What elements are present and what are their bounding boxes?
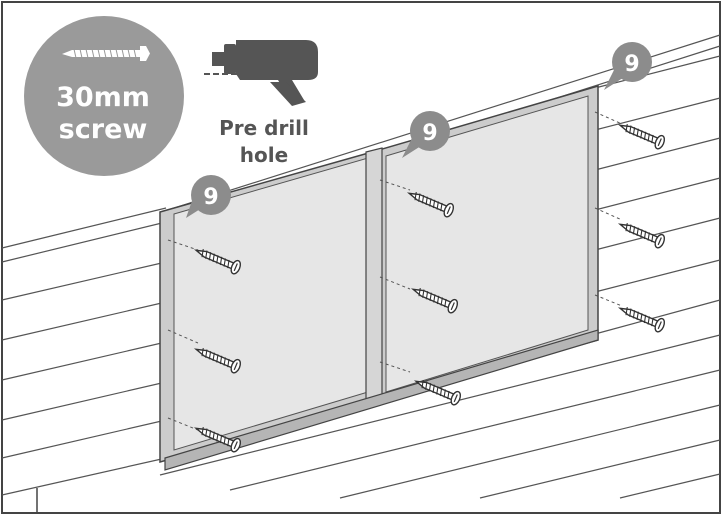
bottom-rail <box>164 329 599 471</box>
pilot-guides <box>167 111 623 431</box>
panel-right <box>371 84 599 403</box>
callout-left-label: 9 <box>203 185 218 210</box>
callout-right: 9 <box>604 42 652 90</box>
predrill-label-line2: hole <box>240 143 288 167</box>
predrill-label-line1: Pre drill <box>219 116 309 140</box>
callout-middle: 9 <box>402 111 450 158</box>
screw-icon <box>62 46 150 61</box>
screw-badge: 30mm screw <box>24 16 184 176</box>
callout-right-label: 9 <box>624 52 639 77</box>
callout-left: 9 <box>186 175 231 218</box>
callout-middle-label: 9 <box>422 121 437 146</box>
panel-left <box>159 151 373 463</box>
drill-icon <box>204 40 318 106</box>
screw-type-label: screw <box>59 114 148 145</box>
screw-size-label: 30mm <box>56 82 150 113</box>
panel-mullion <box>365 147 383 403</box>
